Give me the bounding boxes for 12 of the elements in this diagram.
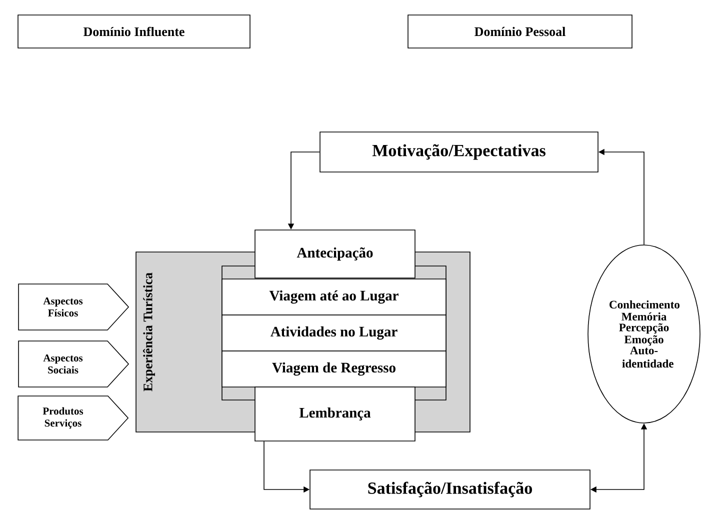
pentagon-box: Aspectos Físicos	[18, 284, 130, 330]
stage-box: Atividades no Lugar	[222, 314, 446, 352]
pentagon-box: Aspectos Sociais	[18, 340, 130, 388]
process-box: Satisfação/Insatisfação	[310, 470, 590, 510]
pentagon-box: Produtos Serviços	[18, 396, 129, 440]
heading-box: Domínio Pessoal	[408, 14, 632, 48]
stage-box: Lembrança	[254, 386, 416, 442]
process-box: Motivação/Expectativas	[320, 132, 598, 172]
heading-box: Domínio Influente	[18, 14, 250, 48]
stage-box: Viagem até ao Lugar	[222, 278, 446, 316]
stage-box: Viagem de Regresso	[222, 350, 446, 388]
stage-box: Antecipação	[254, 230, 416, 278]
